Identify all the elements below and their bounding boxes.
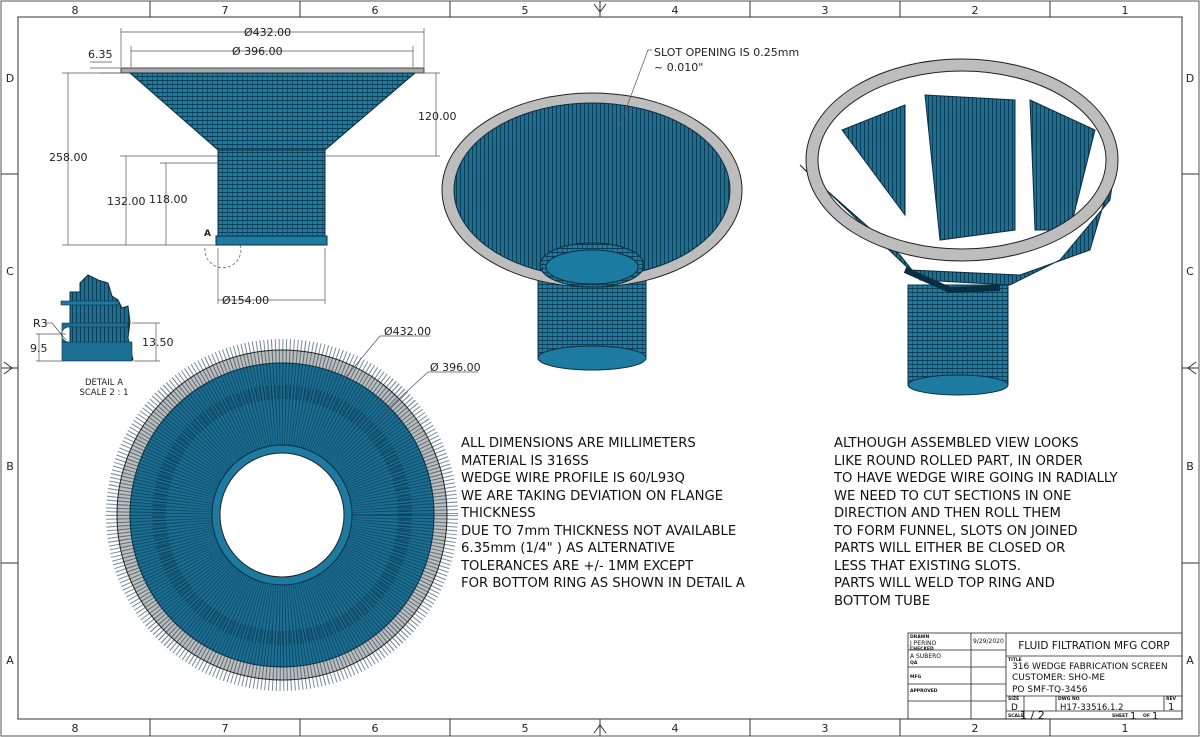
svg-text:2: 2 bbox=[972, 722, 979, 735]
svg-text:Ø432.00: Ø432.00 bbox=[384, 325, 431, 338]
svg-text:D: D bbox=[1011, 703, 1018, 713]
note-line: MATERIAL IS 316SS bbox=[461, 453, 589, 469]
svg-text:9/29/2020: 9/29/2020 bbox=[973, 638, 1004, 645]
svg-text:DRAWN: DRAWN bbox=[910, 634, 929, 640]
svg-text:APPROVED: APPROVED bbox=[910, 688, 938, 694]
note-line: DIRECTION AND THEN ROLL THEM bbox=[834, 506, 1061, 521]
note-line: LESS THAT EXISTING SLOTS. bbox=[834, 558, 1021, 574]
svg-text:258.00: 258.00 bbox=[49, 151, 88, 164]
svg-text:6: 6 bbox=[372, 722, 379, 735]
svg-text:DWG NO: DWG NO bbox=[1058, 696, 1080, 702]
svg-text:3: 3 bbox=[822, 722, 829, 735]
svg-text:1: 1 bbox=[1122, 722, 1129, 735]
general-notes: ALL DIMENSIONS ARE MILLIMETERS MATERIAL … bbox=[461, 435, 745, 593]
svg-text:316 WEDGE FABRICATION SCREEN: 316 WEDGE FABRICATION SCREEN bbox=[1012, 662, 1168, 672]
note-line: TO FORM FUNNEL, SLOTS ON JOINED bbox=[834, 523, 1078, 539]
svg-text:120.00: 120.00 bbox=[418, 110, 457, 123]
note-line: 6.35mm (1/4" ) AS ALTERNATIVE bbox=[461, 541, 676, 556]
svg-text:1: 1 bbox=[1168, 702, 1174, 713]
svg-text:13.50: 13.50 bbox=[142, 336, 174, 349]
svg-text:8: 8 bbox=[72, 722, 79, 735]
svg-text:B: B bbox=[6, 460, 14, 473]
svg-text:A: A bbox=[1186, 654, 1194, 667]
svg-text:CHECKED: CHECKED bbox=[910, 646, 934, 652]
svg-text:4: 4 bbox=[672, 4, 679, 17]
svg-text:OF: OF bbox=[1143, 713, 1150, 719]
svg-text:REV: REV bbox=[1166, 696, 1177, 702]
svg-text:J PERINO: J PERINO bbox=[909, 640, 937, 647]
svg-text:A: A bbox=[6, 654, 14, 667]
exploded-isometric-view bbox=[799, 58, 1119, 396]
svg-text:6: 6 bbox=[372, 4, 379, 17]
svg-text:D: D bbox=[1186, 72, 1194, 85]
note-line: WEDGE WIRE PROFILE IS 60/L93Q bbox=[461, 471, 685, 486]
svg-text:C: C bbox=[1186, 265, 1194, 278]
svg-text:5: 5 bbox=[522, 722, 529, 735]
svg-text:1: 1 bbox=[1130, 711, 1136, 722]
svg-text:A SUBERO: A SUBERO bbox=[910, 653, 941, 660]
svg-text:R3: R3 bbox=[33, 317, 48, 330]
svg-text:6.35: 6.35 bbox=[88, 48, 113, 61]
zone-labels: 8 7 6 5 4 3 2 1 8 7 6 5 4 3 2 1 D C B A … bbox=[6, 4, 1194, 735]
svg-text:Ø 396.00: Ø 396.00 bbox=[232, 45, 283, 58]
svg-text:7: 7 bbox=[222, 722, 229, 735]
note-line: WE NEED TO CUT SECTIONS IN ONE bbox=[834, 488, 1072, 504]
svg-text:A: A bbox=[204, 229, 211, 239]
svg-text:1: 1 bbox=[1122, 4, 1129, 17]
svg-text:SIZE: SIZE bbox=[1008, 696, 1019, 702]
title-block bbox=[907, 632, 1183, 720]
detail-a-view: R3 9.5 13.50 DETAIL A SCALE 2 : 1 bbox=[30, 274, 174, 398]
svg-text:Ø432.00: Ø432.00 bbox=[244, 26, 291, 39]
svg-text:8: 8 bbox=[72, 4, 79, 17]
note-line: DUE TO 7mm THICKNESS NOT AVAILABLE bbox=[461, 523, 737, 539]
svg-text:1: 1 bbox=[1152, 711, 1158, 722]
svg-text:SCALE 2 : 1: SCALE 2 : 1 bbox=[79, 388, 128, 398]
note-line: PARTS WILL EITHER BE CLOSED OR bbox=[834, 541, 1066, 556]
svg-text:B: B bbox=[1186, 460, 1194, 473]
note-line: THICKNESS bbox=[461, 506, 536, 521]
svg-text:7: 7 bbox=[222, 4, 229, 17]
fabrication-notes: ALTHOUGH ASSEMBLED VIEW LOOKS LIKE ROUND… bbox=[834, 435, 1118, 610]
note-line: BOTTOM TUBE bbox=[834, 593, 931, 609]
isometric-view: SLOT OPENING IS 0.25mm ~ 0.010" bbox=[441, 46, 799, 371]
svg-text:SCALE: SCALE bbox=[1008, 713, 1024, 719]
svg-text:3: 3 bbox=[822, 4, 829, 17]
svg-text:TITLE: TITLE bbox=[1008, 657, 1022, 663]
svg-text:~ 0.010": ~ 0.010" bbox=[654, 61, 703, 74]
svg-text:QA: QA bbox=[910, 660, 918, 666]
top-view: Ø432.00 Ø 396.00 bbox=[106, 325, 481, 691]
svg-text:5: 5 bbox=[522, 4, 529, 17]
svg-text:PO SMF-TQ-3456: PO SMF-TQ-3456 bbox=[1012, 685, 1088, 695]
title-block-text: DRAWN J PERINO 9/29/2020 CHECKED A SUBER… bbox=[909, 634, 1177, 722]
note-line: FOR BOTTOM RING AS SHOWN IN DETAIL A bbox=[461, 576, 745, 591]
svg-text:C: C bbox=[6, 265, 14, 278]
note-line: ALL DIMENSIONS ARE MILLIMETERS bbox=[461, 436, 696, 451]
note-line: TOLERANCES ARE +/- 1MM EXCEPT bbox=[461, 558, 694, 574]
svg-text:SLOT OPENING IS 0.25mm: SLOT OPENING IS 0.25mm bbox=[654, 46, 799, 59]
svg-text:1 / 2: 1 / 2 bbox=[1020, 709, 1045, 722]
svg-text:Ø 396.00: Ø 396.00 bbox=[430, 361, 481, 374]
note-line: TO HAVE WEDGE WIRE GOING IN RADIALLY bbox=[834, 471, 1118, 486]
note-line: PARTS WILL WELD TOP RING AND bbox=[834, 576, 1055, 591]
note-line: ALTHOUGH ASSEMBLED VIEW LOOKS bbox=[834, 436, 1079, 451]
svg-text:MFG: MFG bbox=[910, 674, 922, 680]
svg-text:D: D bbox=[6, 72, 14, 85]
svg-text:FLUID FILTRATION MFG CORP: FLUID FILTRATION MFG CORP bbox=[1018, 640, 1170, 652]
svg-text:4: 4 bbox=[672, 722, 679, 735]
svg-text:Ø154.00: Ø154.00 bbox=[222, 294, 269, 307]
svg-text:118.00: 118.00 bbox=[149, 193, 188, 206]
svg-text:SHEET: SHEET bbox=[1112, 713, 1129, 719]
svg-text:H17-33516.1.2: H17-33516.1.2 bbox=[1060, 703, 1124, 713]
note-line: LIKE ROUND ROLLED PART, IN ORDER bbox=[834, 453, 1083, 469]
front-view: Ø432.00 Ø 396.00 6.35 120.00 258.00 132.… bbox=[49, 26, 457, 307]
svg-text:132.00: 132.00 bbox=[107, 195, 146, 208]
svg-text:DETAIL A: DETAIL A bbox=[85, 378, 123, 388]
svg-text:9.5: 9.5 bbox=[30, 342, 48, 355]
note-line: WE ARE TAKING DEVIATION ON FLANGE bbox=[461, 488, 724, 504]
svg-text:2: 2 bbox=[972, 4, 979, 17]
svg-text:CUSTOMER: SHO-ME: CUSTOMER: SHO-ME bbox=[1012, 673, 1105, 683]
